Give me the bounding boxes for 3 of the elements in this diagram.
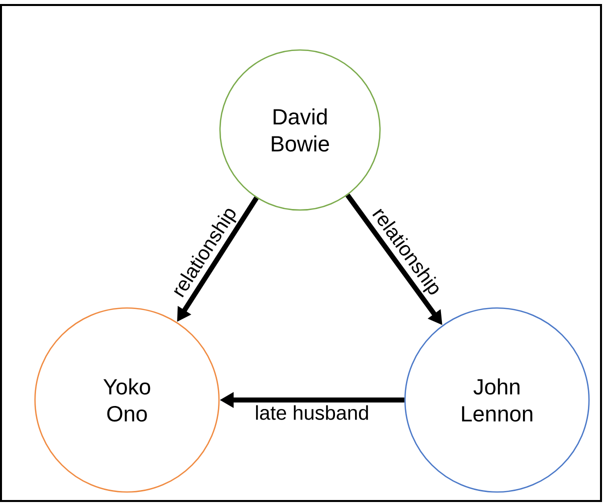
circle-node: John Lennon xyxy=(404,307,590,493)
circle-node: Yoko Ono xyxy=(34,307,220,493)
edge-label: late husband xyxy=(256,405,368,420)
